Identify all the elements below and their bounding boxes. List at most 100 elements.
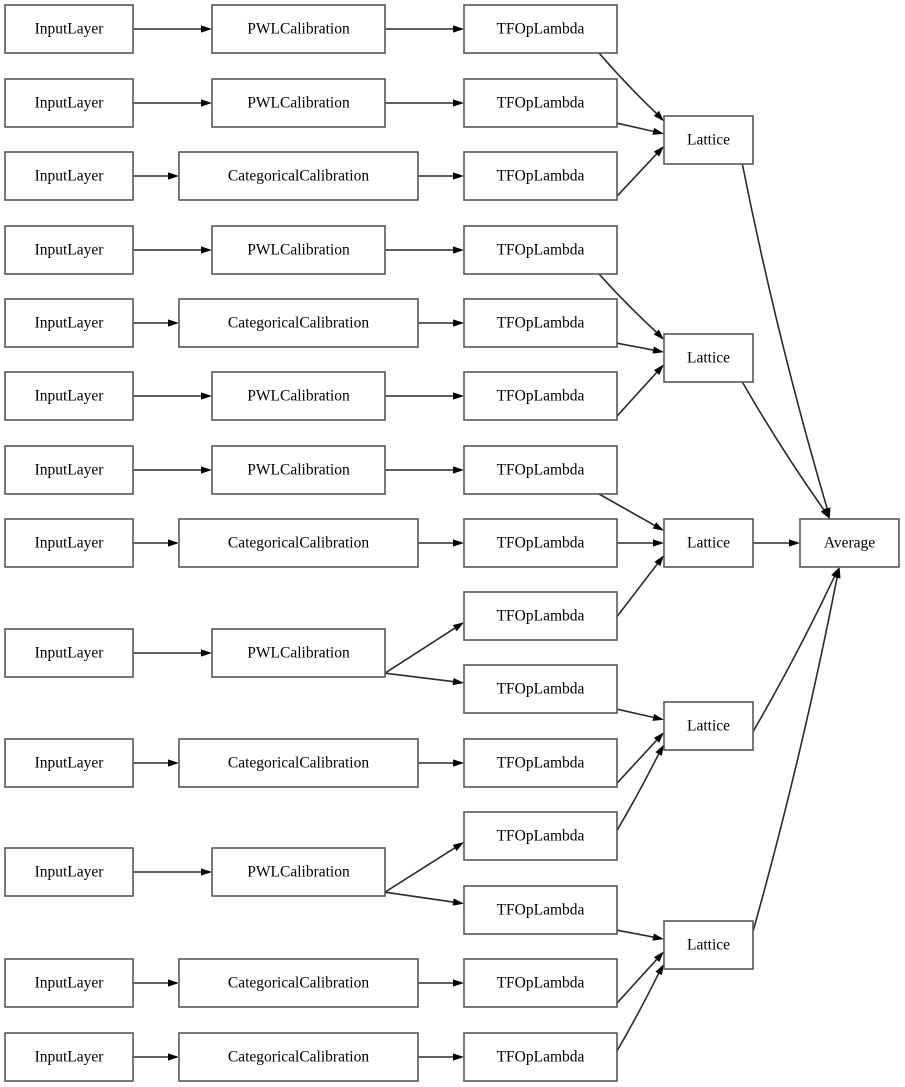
graph-edge xyxy=(741,567,841,970)
node-box[interactable] xyxy=(463,811,618,861)
node-average[interactable]: Average xyxy=(799,518,900,568)
node-box[interactable] xyxy=(463,738,618,788)
node-box[interactable] xyxy=(4,958,134,1008)
node-lambda[interactable]: TFOpLambda xyxy=(463,885,618,935)
node-box[interactable] xyxy=(178,151,419,201)
node-input[interactable]: InputLayer xyxy=(4,847,134,897)
graph-edge xyxy=(384,891,464,906)
node-categorical[interactable]: CategoricalCalibration xyxy=(178,151,419,201)
node-input[interactable]: InputLayer xyxy=(4,151,134,201)
node-lambda[interactable]: TFOpLambda xyxy=(463,445,618,495)
node-lambda[interactable]: TFOpLambda xyxy=(463,811,618,861)
node-lambda[interactable]: TFOpLambda xyxy=(463,664,618,714)
graph-edge xyxy=(385,392,464,400)
node-box[interactable] xyxy=(211,445,386,495)
node-box[interactable] xyxy=(463,958,618,1008)
node-box[interactable] xyxy=(4,628,134,678)
node-lambda[interactable]: TFOpLambda xyxy=(463,591,618,641)
node-label: PWLCalibration xyxy=(247,864,350,881)
node-lambda[interactable]: TFOpLambda xyxy=(463,738,618,788)
node-lattice[interactable]: Lattice xyxy=(663,701,754,751)
node-pwl[interactable]: PWLCalibration xyxy=(211,225,386,275)
node-lambda[interactable]: TFOpLambda xyxy=(463,371,618,421)
node-input[interactable]: InputLayer xyxy=(4,78,134,128)
node-box[interactable] xyxy=(463,664,618,714)
node-box[interactable] xyxy=(663,115,754,165)
node-input[interactable]: InputLayer xyxy=(4,958,134,1008)
node-input[interactable]: InputLayer xyxy=(4,738,134,788)
graph-edge xyxy=(384,842,464,893)
node-box[interactable] xyxy=(4,847,134,897)
node-box[interactable] xyxy=(4,445,134,495)
node-pwl[interactable]: PWLCalibration xyxy=(211,847,386,897)
node-box[interactable] xyxy=(178,958,419,1008)
node-box[interactable] xyxy=(463,1032,618,1082)
node-input[interactable]: InputLayer xyxy=(4,371,134,421)
node-lambda[interactable]: TFOpLambda xyxy=(463,1032,618,1082)
node-box[interactable] xyxy=(663,333,754,383)
node-lambda[interactable]: TFOpLambda xyxy=(463,518,618,568)
node-box[interactable] xyxy=(463,518,618,568)
node-pwl[interactable]: PWLCalibration xyxy=(211,78,386,128)
node-input[interactable]: InputLayer xyxy=(4,4,134,54)
node-lambda[interactable]: TFOpLambda xyxy=(463,225,618,275)
node-box[interactable] xyxy=(463,78,618,128)
node-lattice[interactable]: Lattice xyxy=(663,333,754,383)
node-box[interactable] xyxy=(178,1032,419,1082)
node-pwl[interactable]: PWLCalibration xyxy=(211,4,386,54)
node-categorical[interactable]: CategoricalCalibration xyxy=(178,1032,419,1082)
node-box[interactable] xyxy=(211,225,386,275)
node-box[interactable] xyxy=(178,738,419,788)
node-box[interactable] xyxy=(4,78,134,128)
node-box[interactable] xyxy=(211,78,386,128)
node-box[interactable] xyxy=(463,445,618,495)
node-box[interactable] xyxy=(178,298,419,348)
node-input[interactable]: InputLayer xyxy=(4,225,134,275)
node-box[interactable] xyxy=(4,225,134,275)
node-box[interactable] xyxy=(463,371,618,421)
node-pwl[interactable]: PWLCalibration xyxy=(211,445,386,495)
node-lambda[interactable]: TFOpLambda xyxy=(463,958,618,1008)
node-label: TFOpLambda xyxy=(497,681,585,698)
node-input[interactable]: InputLayer xyxy=(4,1032,134,1082)
node-box[interactable] xyxy=(4,371,134,421)
node-box[interactable] xyxy=(4,298,134,348)
node-pwl[interactable]: PWLCalibration xyxy=(211,371,386,421)
node-box[interactable] xyxy=(663,518,754,568)
node-box[interactable] xyxy=(663,701,754,751)
node-lambda[interactable]: TFOpLambda xyxy=(463,298,618,348)
node-box[interactable] xyxy=(463,591,618,641)
node-lambda[interactable]: TFOpLambda xyxy=(463,151,618,201)
node-lambda[interactable]: TFOpLambda xyxy=(463,4,618,54)
node-lattice[interactable]: Lattice xyxy=(663,920,754,970)
node-box[interactable] xyxy=(211,4,386,54)
node-lambda[interactable]: TFOpLambda xyxy=(463,78,618,128)
node-pwl[interactable]: PWLCalibration xyxy=(211,628,386,678)
node-categorical[interactable]: CategoricalCalibration xyxy=(178,738,419,788)
node-box[interactable] xyxy=(4,4,134,54)
node-box[interactable] xyxy=(4,518,134,568)
node-input[interactable]: InputLayer xyxy=(4,628,134,678)
node-box[interactable] xyxy=(178,518,419,568)
node-lattice[interactable]: Lattice xyxy=(663,518,754,568)
node-input[interactable]: InputLayer xyxy=(4,445,134,495)
node-categorical[interactable]: CategoricalCalibration xyxy=(178,958,419,1008)
node-categorical[interactable]: CategoricalCalibration xyxy=(178,298,419,348)
node-box[interactable] xyxy=(211,371,386,421)
node-lattice[interactable]: Lattice xyxy=(663,115,754,165)
node-box[interactable] xyxy=(799,518,900,568)
node-box[interactable] xyxy=(663,920,754,970)
node-box[interactable] xyxy=(463,151,618,201)
node-box[interactable] xyxy=(463,298,618,348)
node-box[interactable] xyxy=(463,4,618,54)
node-box[interactable] xyxy=(4,151,134,201)
node-box[interactable] xyxy=(211,628,386,678)
node-input[interactable]: InputLayer xyxy=(4,298,134,348)
node-box[interactable] xyxy=(211,847,386,897)
node-input[interactable]: InputLayer xyxy=(4,518,134,568)
node-box[interactable] xyxy=(463,225,618,275)
node-box[interactable] xyxy=(4,1032,134,1082)
node-categorical[interactable]: CategoricalCalibration xyxy=(178,518,419,568)
node-box[interactable] xyxy=(463,885,618,935)
node-box[interactable] xyxy=(4,738,134,788)
